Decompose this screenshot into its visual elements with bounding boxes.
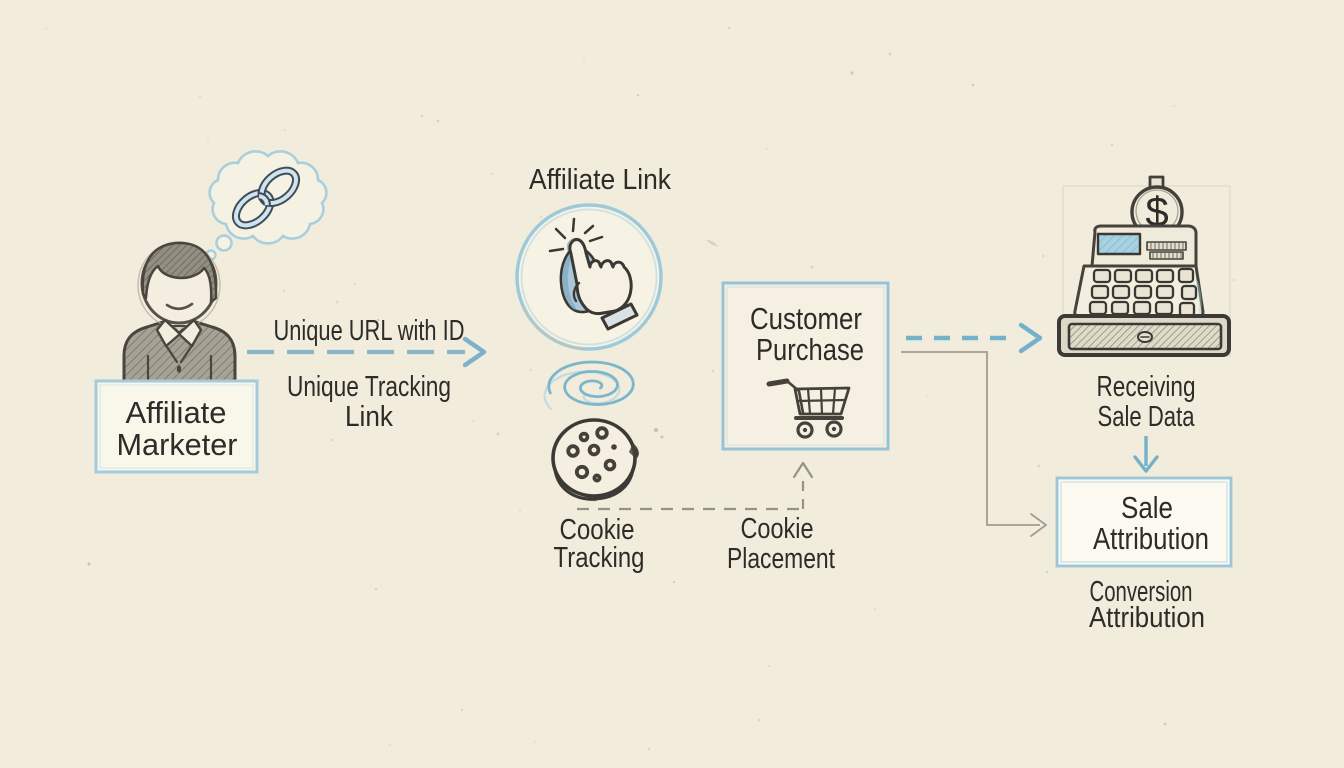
svg-text:Customer: Customer [750, 301, 862, 336]
svg-text:Cookie: Cookie [560, 514, 635, 546]
svg-text:Link: Link [345, 401, 393, 433]
svg-text:Marketer: Marketer [117, 427, 238, 462]
svg-text:Placement: Placement [727, 543, 835, 575]
svg-text:Affiliate Link: Affiliate Link [529, 164, 671, 196]
svg-text:Unique URL with ID: Unique URL with ID [274, 315, 465, 347]
svg-text:Cookie: Cookie [741, 513, 814, 545]
svg-text:Attribution: Attribution [1093, 521, 1209, 556]
svg-text:Sale: Sale [1121, 490, 1173, 525]
svg-text:Unique Tracking: Unique Tracking [287, 371, 451, 403]
svg-text:Conversion: Conversion [1090, 576, 1193, 608]
svg-text:Purchase: Purchase [756, 332, 864, 367]
svg-text:Attribution: Attribution [1089, 602, 1205, 634]
svg-text:$: $ [1145, 188, 1168, 235]
svg-text:Receiving: Receiving [1097, 371, 1196, 403]
svg-text:Tracking: Tracking [554, 542, 645, 574]
svg-text:Affiliate: Affiliate [126, 395, 227, 430]
svg-text:Sale Data: Sale Data [1098, 401, 1196, 433]
